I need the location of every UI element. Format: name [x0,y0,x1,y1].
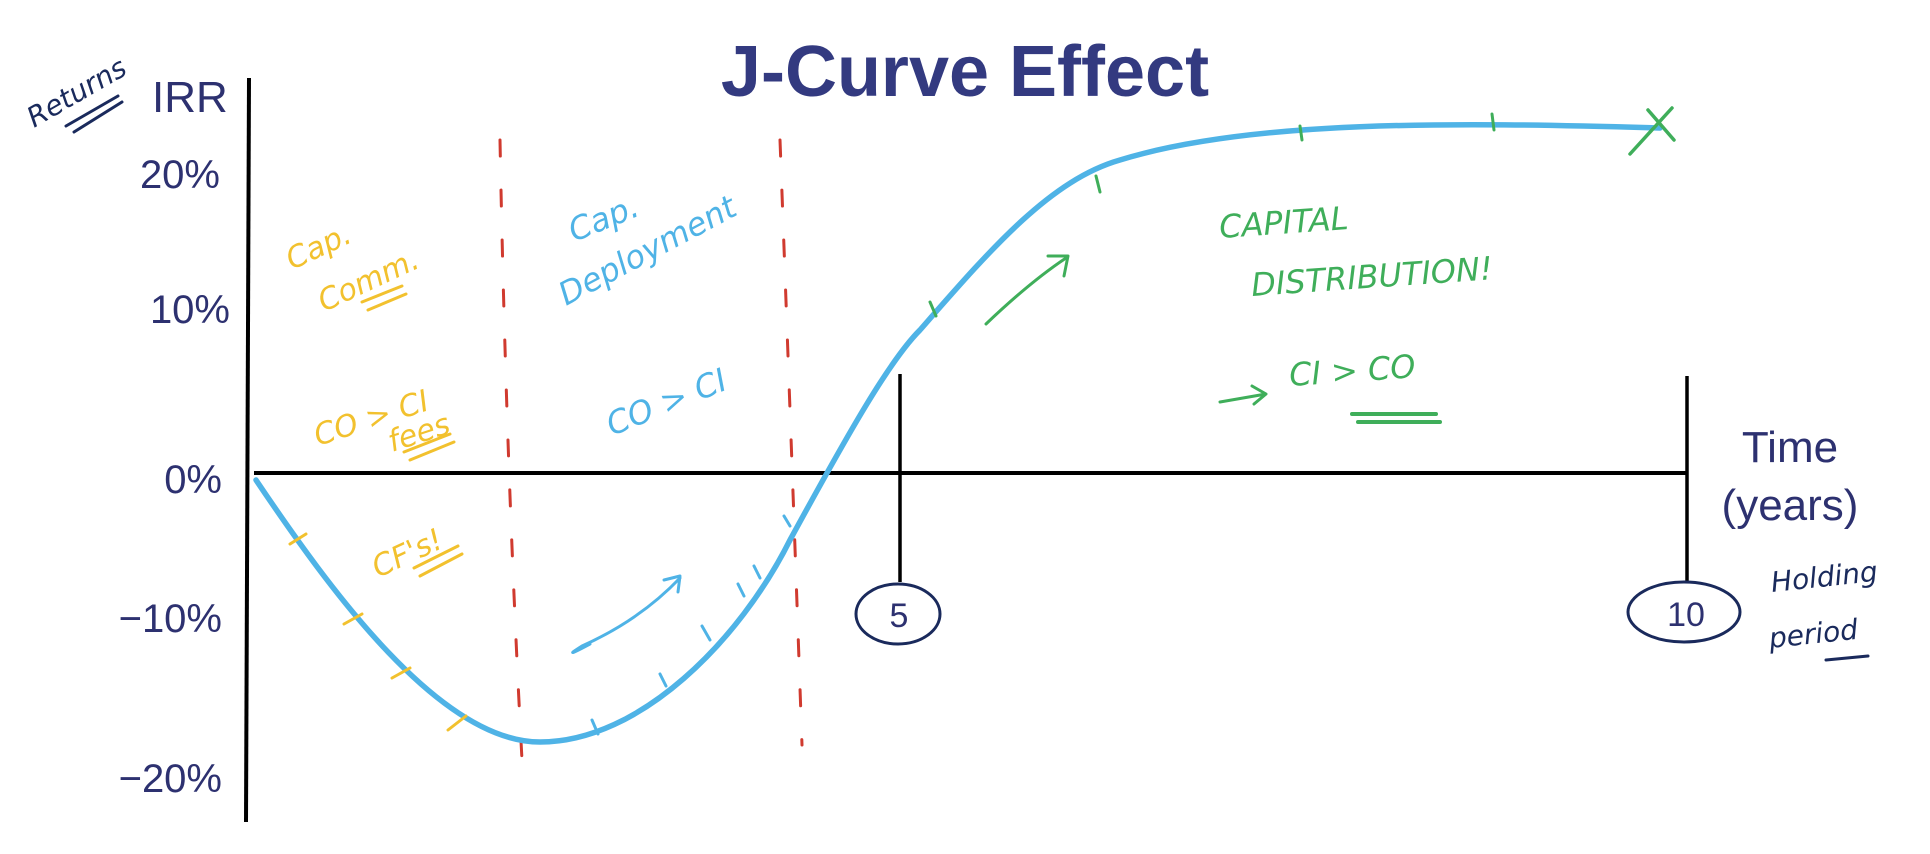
deployment-arrow [571,574,682,654]
holding-annotation-line2: period [1766,613,1859,655]
distribution-flow-underline [1350,412,1442,424]
commitment-note-underline [402,432,456,462]
phase-divider-2 [778,138,804,747]
distribution-pointer-arrow [1218,384,1268,406]
x-axis-label-years: (years) [1722,481,1859,530]
year-10-label: 10 [1667,596,1705,634]
deployment-flow: CO > CI [601,361,732,444]
distribution-flow: CI > CO [1288,347,1417,394]
year-10-circle [1626,580,1742,644]
x-axis-label-time: Time [1742,423,1838,472]
y-tick-0: 0% [164,458,222,502]
year-5-label: 5 [890,597,909,635]
y-tick-10: 10% [150,288,230,332]
curve-end-x-mark [1628,106,1676,156]
year-5-circle [854,582,942,646]
distribution-ticks [928,112,1496,318]
y-tick-neg20: −20% [119,757,222,801]
phase-divider-1 [498,138,524,762]
y-axis-name: IRR [152,73,228,122]
j-curve-line [253,121,1663,745]
commitment-ticks [288,532,468,732]
y-tick-20: 20% [140,153,220,197]
page-title: J-Curve Effect [721,32,1209,112]
y-axis-line [244,77,251,823]
commitment-extra: CF's! [367,522,449,585]
y-tick-neg10: −10% [119,597,222,641]
commitment-label-underline [360,284,408,312]
deployment-ticks [590,514,792,736]
deployment-label-line2: Deployment [552,187,744,313]
holding-annotation-line1: Holding [1769,555,1879,599]
commitment-extra-underline [412,544,464,578]
distribution-arrow [984,254,1070,326]
returns-underline [64,94,124,134]
distribution-label-line1: CAPITAL [1218,199,1350,246]
commitment-label-line1: Cap. [281,217,357,277]
holding-underline [1824,654,1870,662]
distribution-label-line2: DISTRIBUTION! [1250,249,1494,304]
